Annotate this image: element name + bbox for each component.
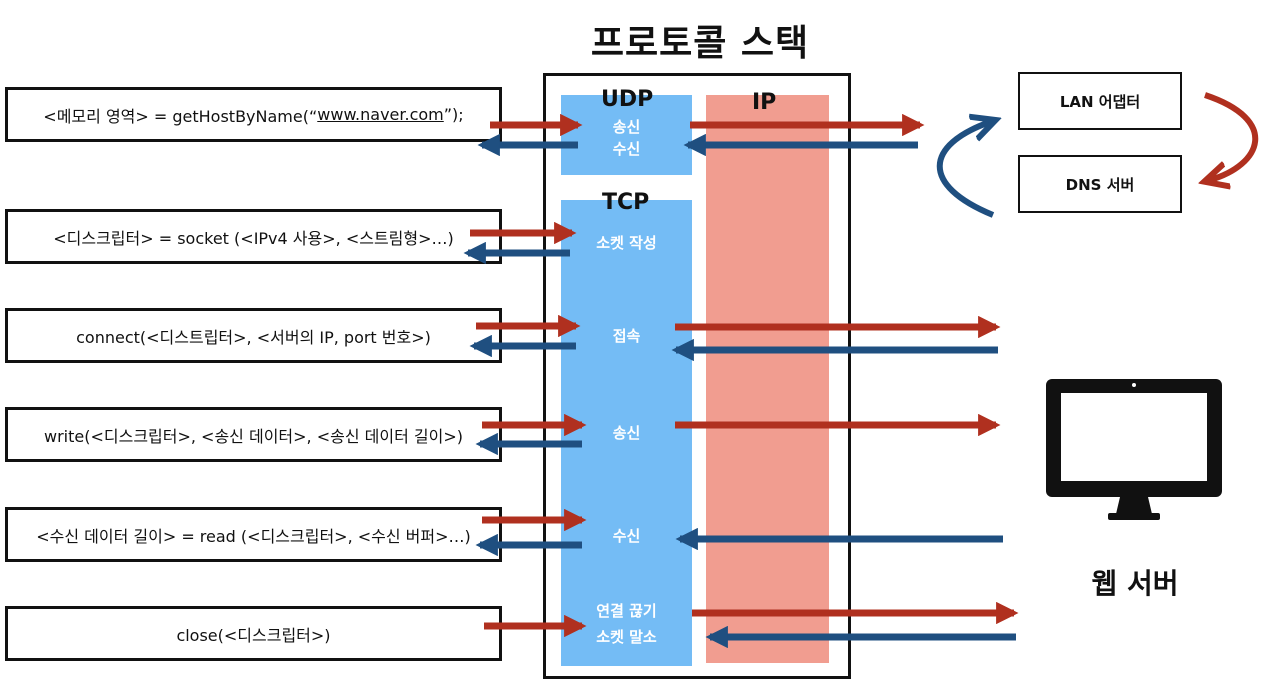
dns-server-box: DNS 서버: [1018, 155, 1182, 213]
call-box-read: <수신 데이터 길이> = read (<디스크립터>, <수신 버퍼>…): [5, 507, 502, 562]
curved-arrow-lan-to-dns: [1205, 92, 1259, 180]
tcp-socket-delete: 소켓 말소: [596, 628, 657, 646]
dns-server-label: DNS 서버: [1065, 175, 1135, 194]
lan-adapter-box: LAN 어댑터: [1018, 72, 1182, 130]
call-box-write: write(<디스크립터>, <송신 데이터>, <송신 데이터 길이>): [5, 407, 502, 462]
tcp-connect: 접속: [612, 327, 641, 345]
call-text: close(<디스크립터>): [176, 625, 331, 645]
tcp-receive: 수신: [612, 527, 641, 545]
call-box-close: close(<디스크립터>): [5, 606, 502, 661]
call-text: <메모리 영역> = getHostByName(“: [43, 106, 318, 126]
tcp-create-socket: 소켓 작성: [596, 234, 657, 252]
call-text: connect(<디스트립터>, <서버의 IP, port 번호>): [76, 327, 431, 347]
call-text: <디스크립터> = socket (<IPv4 사용>, <스트림형>…): [53, 228, 454, 248]
call-url: www.naver.com: [317, 105, 444, 124]
udp-layer: [561, 95, 692, 175]
call-text: <수신 데이터 길이> = read (<디스크립터>, <수신 버퍼>…): [36, 526, 471, 546]
diagram-title: 프로토콜 스택: [590, 23, 810, 64]
call-box-connect: connect(<디스트립터>, <서버의 IP, port 번호>): [5, 308, 502, 363]
udp-send: 송신: [612, 118, 641, 136]
udp-label: UDP: [601, 87, 654, 112]
protocol-stack-frame: [543, 73, 851, 679]
lan-adapter-label: LAN 어댑터: [1059, 92, 1141, 111]
ip-label: IP: [752, 90, 777, 115]
monitor-icon: [1046, 379, 1222, 520]
call-text: write(<디스크립터>, <송신 데이터>, <송신 데이터 길이>): [44, 426, 463, 446]
call-box-gethostbyname: <메모리 영역> = getHostByName(“www.naver.com”…: [5, 87, 502, 142]
curved-arrow-dns-to-lan: [936, 122, 993, 218]
web-server-label: 웹 서버: [1091, 567, 1179, 600]
tcp-label: TCP: [602, 190, 650, 215]
ip-layer: [706, 95, 829, 663]
udp-receive: 수신: [612, 140, 641, 158]
tcp-disconnect: 연결 끊기: [596, 602, 657, 620]
call-text-end: ”);: [443, 105, 464, 124]
tcp-send: 송신: [612, 424, 641, 442]
